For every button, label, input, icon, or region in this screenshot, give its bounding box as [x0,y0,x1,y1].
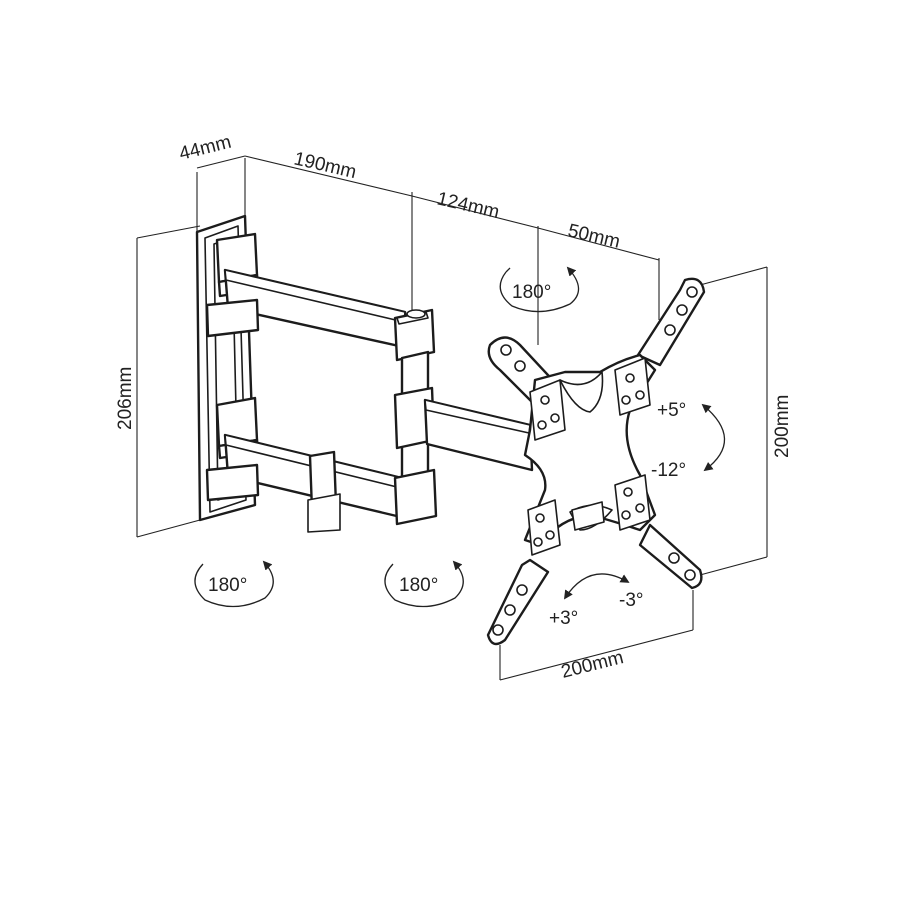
label-middle-swivel: 180° [399,575,438,596]
label-arm-one: 190mm [292,148,358,183]
vesa-bracket [486,277,706,646]
label-tilt-down: -12° [651,460,686,481]
rotation-arrows [194,266,726,608]
forward-arm [393,386,534,472]
label-plate-depth: 44mm [177,132,233,165]
label-vesa-height: 200mm [772,395,793,458]
label-vesa-width: 200mm [559,647,626,683]
upper-arm [205,232,436,362]
rotation-labels: 180° 180° 180° +5° -12° +3° -3° [208,282,686,629]
label-plate-height: 206mm [115,367,136,430]
label-roll-plus: +3° [549,608,578,629]
label-head-offset: 50mm [566,220,622,252]
label-arm-two: 124mm [435,188,501,223]
lower-arm [205,396,438,533]
label-tilt-up: +5° [657,400,686,421]
label-wall-swivel: 180° [208,575,247,596]
dimension-lines [136,155,768,681]
label-head-swivel: 180° [512,282,551,303]
label-roll-minus: -3° [619,590,644,611]
